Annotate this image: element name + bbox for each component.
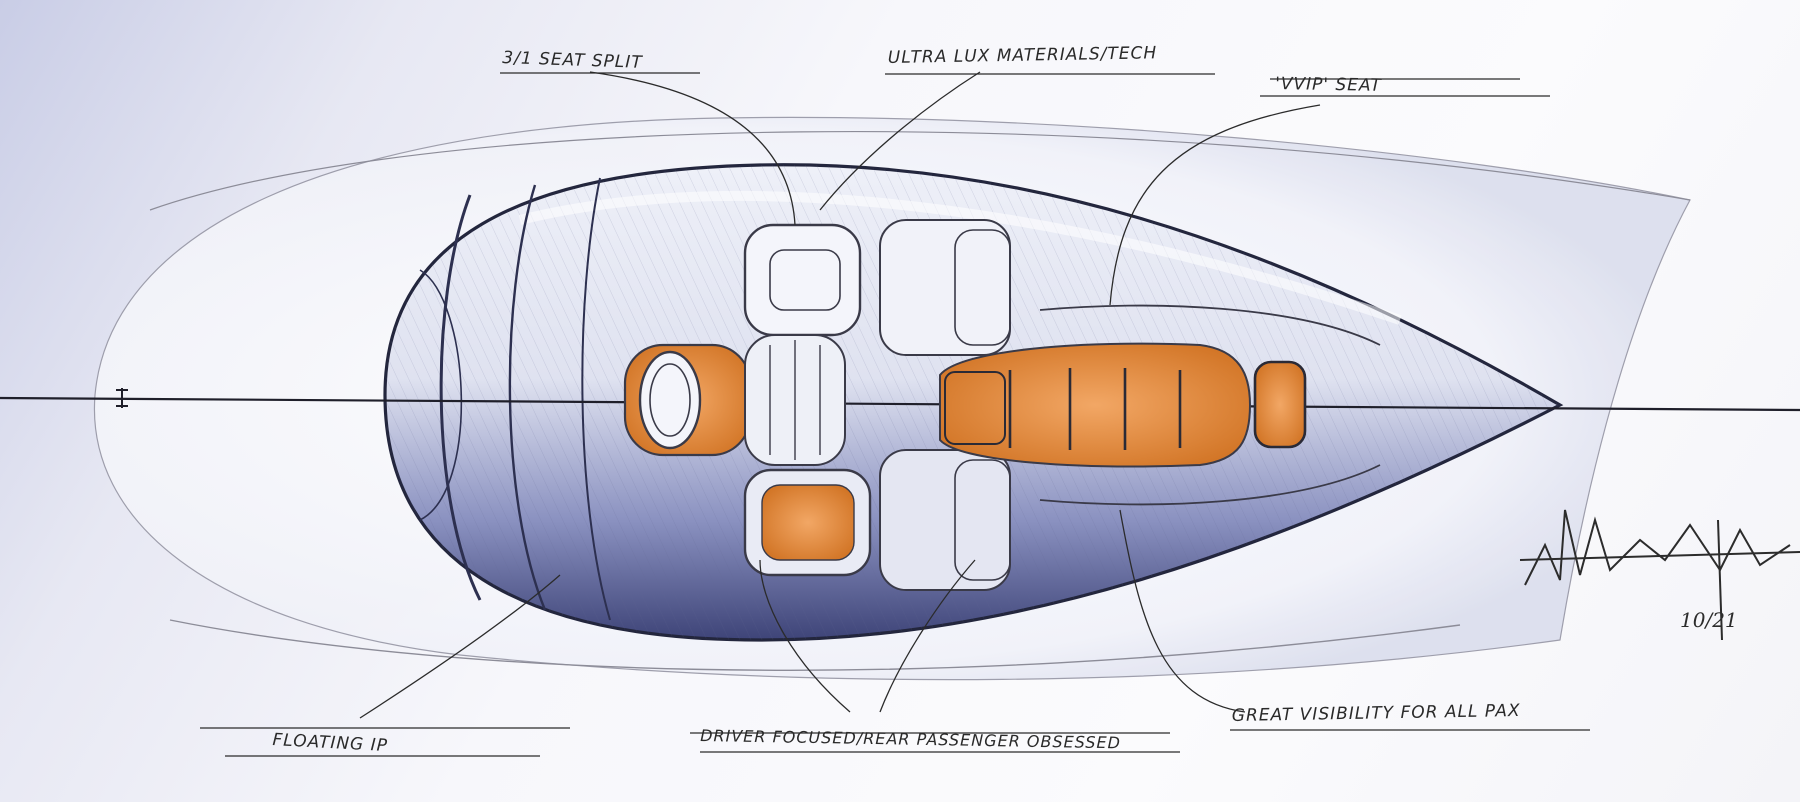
signature-date: 10/21: [1680, 608, 1738, 632]
annotation-vvip-seat: 'VVIP' SEAT: [1275, 74, 1382, 96]
rear-headrest: [1253, 360, 1307, 449]
vvip-seat: [939, 342, 1252, 468]
centerline: [0, 396, 1800, 412]
upper-right-seat: [879, 219, 1011, 356]
artist-signature: [1519, 509, 1800, 641]
lower-right-seat: [879, 449, 1011, 591]
upper-left-seat: [743, 223, 862, 337]
